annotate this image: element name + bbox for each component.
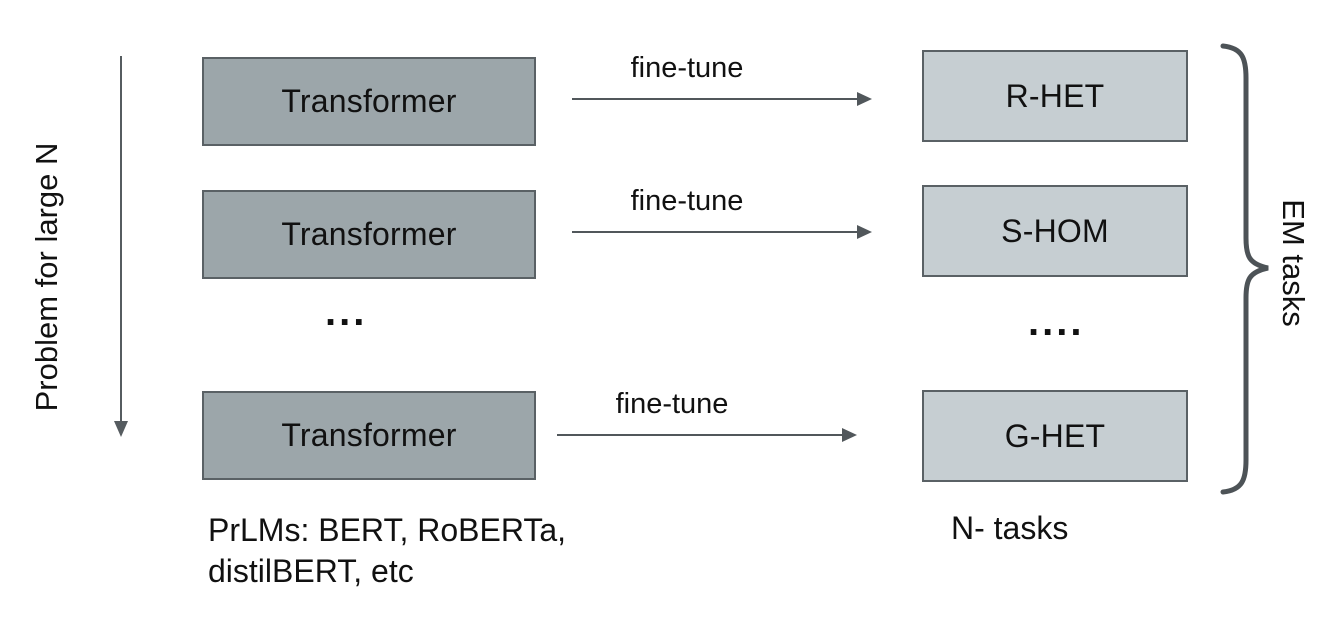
arrow-line-3 bbox=[557, 434, 843, 436]
arrow-line-2 bbox=[572, 231, 858, 233]
fine-tune-label-2: fine-tune bbox=[630, 185, 744, 217]
fine-tune-arrow-3: fine-tune bbox=[557, 388, 857, 450]
arrow-right-icon-1 bbox=[857, 92, 872, 106]
fine-tune-label-1: fine-tune bbox=[630, 52, 744, 84]
transformer-box-1-label: Transformer bbox=[281, 83, 457, 119]
task-box-shom-label: S-HOM bbox=[1001, 212, 1109, 249]
task-box-rhet: R-HET bbox=[922, 50, 1188, 142]
ellipsis-right: .... bbox=[1028, 300, 1085, 344]
fine-tune-label-3: fine-tune bbox=[615, 388, 729, 420]
fine-tune-arrow-2: fine-tune bbox=[572, 185, 872, 247]
task-box-shom: S-HOM bbox=[922, 185, 1188, 277]
task-box-rhet-label: R-HET bbox=[1005, 77, 1105, 114]
down-arrow-icon bbox=[114, 421, 128, 437]
prlms-caption-line2: distilBERT, etc bbox=[208, 553, 414, 589]
ellipsis-left: ... bbox=[325, 290, 368, 334]
down-arrow-line bbox=[120, 56, 122, 422]
transformer-box-1: Transformer bbox=[202, 57, 536, 146]
fine-tune-arrow-1: fine-tune bbox=[572, 52, 872, 114]
transformer-box-2-label: Transformer bbox=[281, 216, 457, 252]
prlms-caption-line1: PrLMs: BERT, RoBERTa, bbox=[208, 512, 567, 548]
arrow-right-icon-3 bbox=[842, 428, 857, 442]
curly-brace-icon bbox=[1220, 43, 1269, 495]
task-box-ghet-label: G-HET bbox=[1004, 417, 1106, 454]
em-tasks-label: EM tasks bbox=[1276, 199, 1311, 327]
n-tasks-caption: N- tasks bbox=[951, 510, 1069, 546]
prlms-caption: PrLMs: BERT, RoBERTa, distilBERT, etc bbox=[208, 510, 566, 592]
problem-axis-label: Problem for large N bbox=[29, 142, 64, 412]
arrow-line-1 bbox=[572, 98, 858, 100]
transformer-box-3: Transformer bbox=[202, 391, 536, 480]
transformer-box-2: Transformer bbox=[202, 190, 536, 279]
transformer-box-3-label: Transformer bbox=[281, 417, 457, 453]
task-box-ghet: G-HET bbox=[922, 390, 1188, 482]
arrow-right-icon-2 bbox=[857, 225, 872, 239]
